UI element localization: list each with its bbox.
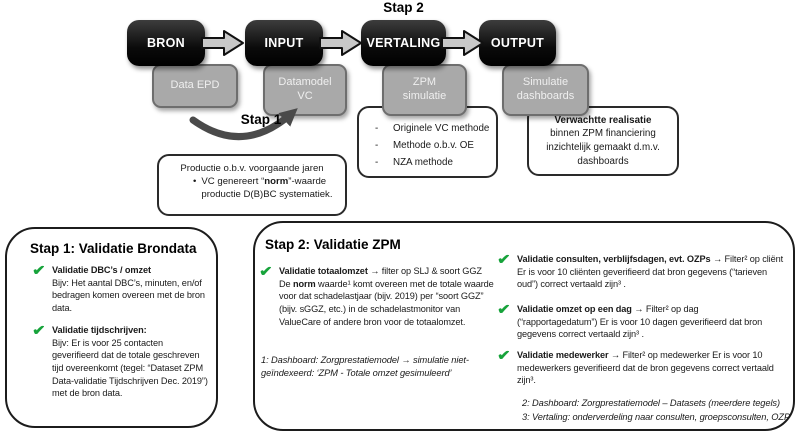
method-item: - Methode o.b.v. OE [375, 138, 496, 153]
dash-icon: - [375, 140, 379, 152]
body-bold: norm [293, 278, 316, 289]
flow-arrow-icon [319, 30, 362, 56]
validation-item: ✔ Validatie omzet op een dag → Filter² o… [497, 301, 789, 341]
flow-arrow-icon [201, 30, 244, 56]
validation-item-title: Validatie DBC’s / omzet [52, 265, 151, 275]
productie-line1: Productie o.b.v. voorgaande jaren [180, 163, 324, 174]
footnote-2: 2: Dashboard: Zorgprestatiemodel – Datas… [522, 398, 780, 408]
productie-note-box: Productie o.b.v. voorgaande jaren • VC g… [157, 154, 347, 216]
output-note-bold: Verwachtte realisatie [554, 114, 652, 126]
checkmark-icon: ✔ [32, 322, 46, 338]
flow-arrow-icon [441, 30, 484, 56]
panel2-title: Stap 2: Validatie ZPM [265, 237, 401, 252]
validation-item-filter: → Filter² op cliënt [710, 254, 784, 264]
dash-icon: - [375, 123, 379, 134]
method-label: NZA methode [393, 157, 453, 169]
validation-item-title: Validatie totaalomzet [279, 266, 368, 276]
output-note-box: Verwachtte realisatie binnen ZPM financi… [527, 106, 679, 176]
validation-item-body: Bijv: Er is voor 25 contacten geverifiee… [52, 337, 208, 399]
checkmark-icon: ✔ [32, 262, 46, 278]
stap1-curved-arrow-icon [189, 108, 298, 141]
productie-bullet-pre: VC genereert “ [201, 176, 265, 188]
sub-box-datamodel-vc: Datamodel VC [263, 64, 347, 116]
stage-box-output: OUTPUT [479, 20, 556, 66]
productie-bullet-row: • VC genereert “norm”-waarde productie D… [193, 176, 337, 201]
stap1-label: Stap 1 [240, 112, 282, 127]
method-label: Originele VC methode [393, 123, 490, 134]
productie-bullet-bold: norm [264, 176, 289, 188]
checkmark-icon: ✔ [497, 301, 511, 317]
validation-item-body: Bijv: Het aantal DBC’s, minuten, en/of b… [52, 277, 205, 314]
method-label: Methode o.b.v. OE [393, 140, 474, 152]
body-post: waarde¹ komt overeen met de totale waard… [279, 278, 494, 327]
panel1-title: Stap 1: Validatie Brondata [30, 241, 197, 256]
validation-item-title: Validatie medewerker [517, 350, 609, 360]
stage-box-bron: BRON [127, 20, 205, 66]
footnote-3: 3: Vertaling: onderverdeling naar consul… [522, 412, 791, 422]
validation-item: ✔ Validatie DBC’s / omzet Bijv: Het aant… [32, 262, 210, 315]
methods-note-box: - Originele VC methode - Methode o.b.v. … [357, 106, 498, 178]
sub-box-data-epd: Data EPD [152, 64, 238, 108]
validation-item: ✔ Validatie consulten, verblijfsdagen, e… [497, 251, 789, 291]
output-note-rest: binnen ZPM financiering inzichtelijk gem… [546, 128, 660, 167]
validation-item-body: (“rapportagedatum”) Er is voor 10 dagen … [517, 316, 763, 340]
panel-validatie-zpm: Stap 2: Validatie ZPM ✔ Validatie totaal… [253, 221, 795, 431]
method-item: - Originele VC methode [375, 121, 496, 136]
dash-icon: - [375, 157, 379, 169]
footnote-1: 1: Dashboard: Zorgprestatiemodel → simul… [261, 355, 469, 378]
output-note-text: Verwachtte realisatie binnen ZPM financi… [529, 108, 677, 174]
checkmark-icon: ✔ [259, 263, 273, 279]
body-pre: De [279, 278, 293, 289]
stage-box-vertaling: VERTALING [361, 20, 446, 66]
checkmark-icon: ✔ [497, 347, 511, 363]
validation-item: ✔ Validatie medewerker → Filter² op mede… [497, 347, 789, 387]
validation-item-filter: → filter op SLJ & soort GGZ [367, 266, 482, 276]
productie-bullet-text: VC genereert “norm”-waarde productie D(B… [201, 176, 337, 201]
validation-item-title: Validatie tijdschrijven: [52, 325, 147, 335]
validation-item: ✔ Validatie totaalomzet → filter op SLJ … [259, 263, 501, 329]
sub-box-zpm-simulatie: ZPM simulatie [382, 64, 467, 116]
validation-item-body: Er is voor 10 cliënten geverifieerd dat … [517, 266, 767, 290]
validation-item-title: Validatie omzet op een dag [517, 304, 632, 314]
validation-item-body: De norm waarde¹ komt overeen met de tota… [279, 278, 501, 329]
stage-box-input: INPUT [245, 20, 323, 66]
validation-item-filter: → Filter² op dag [631, 304, 699, 314]
sub-box-simulatie-dashboards: Simulatie dashboards [502, 64, 589, 116]
productie-bullet-post: ”-waarde productie D(B)BC systematiek. [201, 176, 333, 200]
validation-item-filter: → Filter² op medewerker Er is voor 10 me… [517, 350, 774, 386]
checkmark-icon: ✔ [497, 251, 511, 267]
stap2-label: Stap 2 [383, 0, 424, 15]
bullet-icon: • [193, 176, 197, 188]
validation-item: ✔ Validatie tijdschrijven: Bijv: Er is v… [32, 322, 212, 400]
method-item: - NZA methode [375, 155, 496, 170]
panel-validatie-brondata: Stap 1: Validatie Brondata ✔ Validatie D… [5, 227, 218, 428]
validation-item-title: Validatie consulten, verblijfsdagen, evt… [517, 254, 711, 264]
